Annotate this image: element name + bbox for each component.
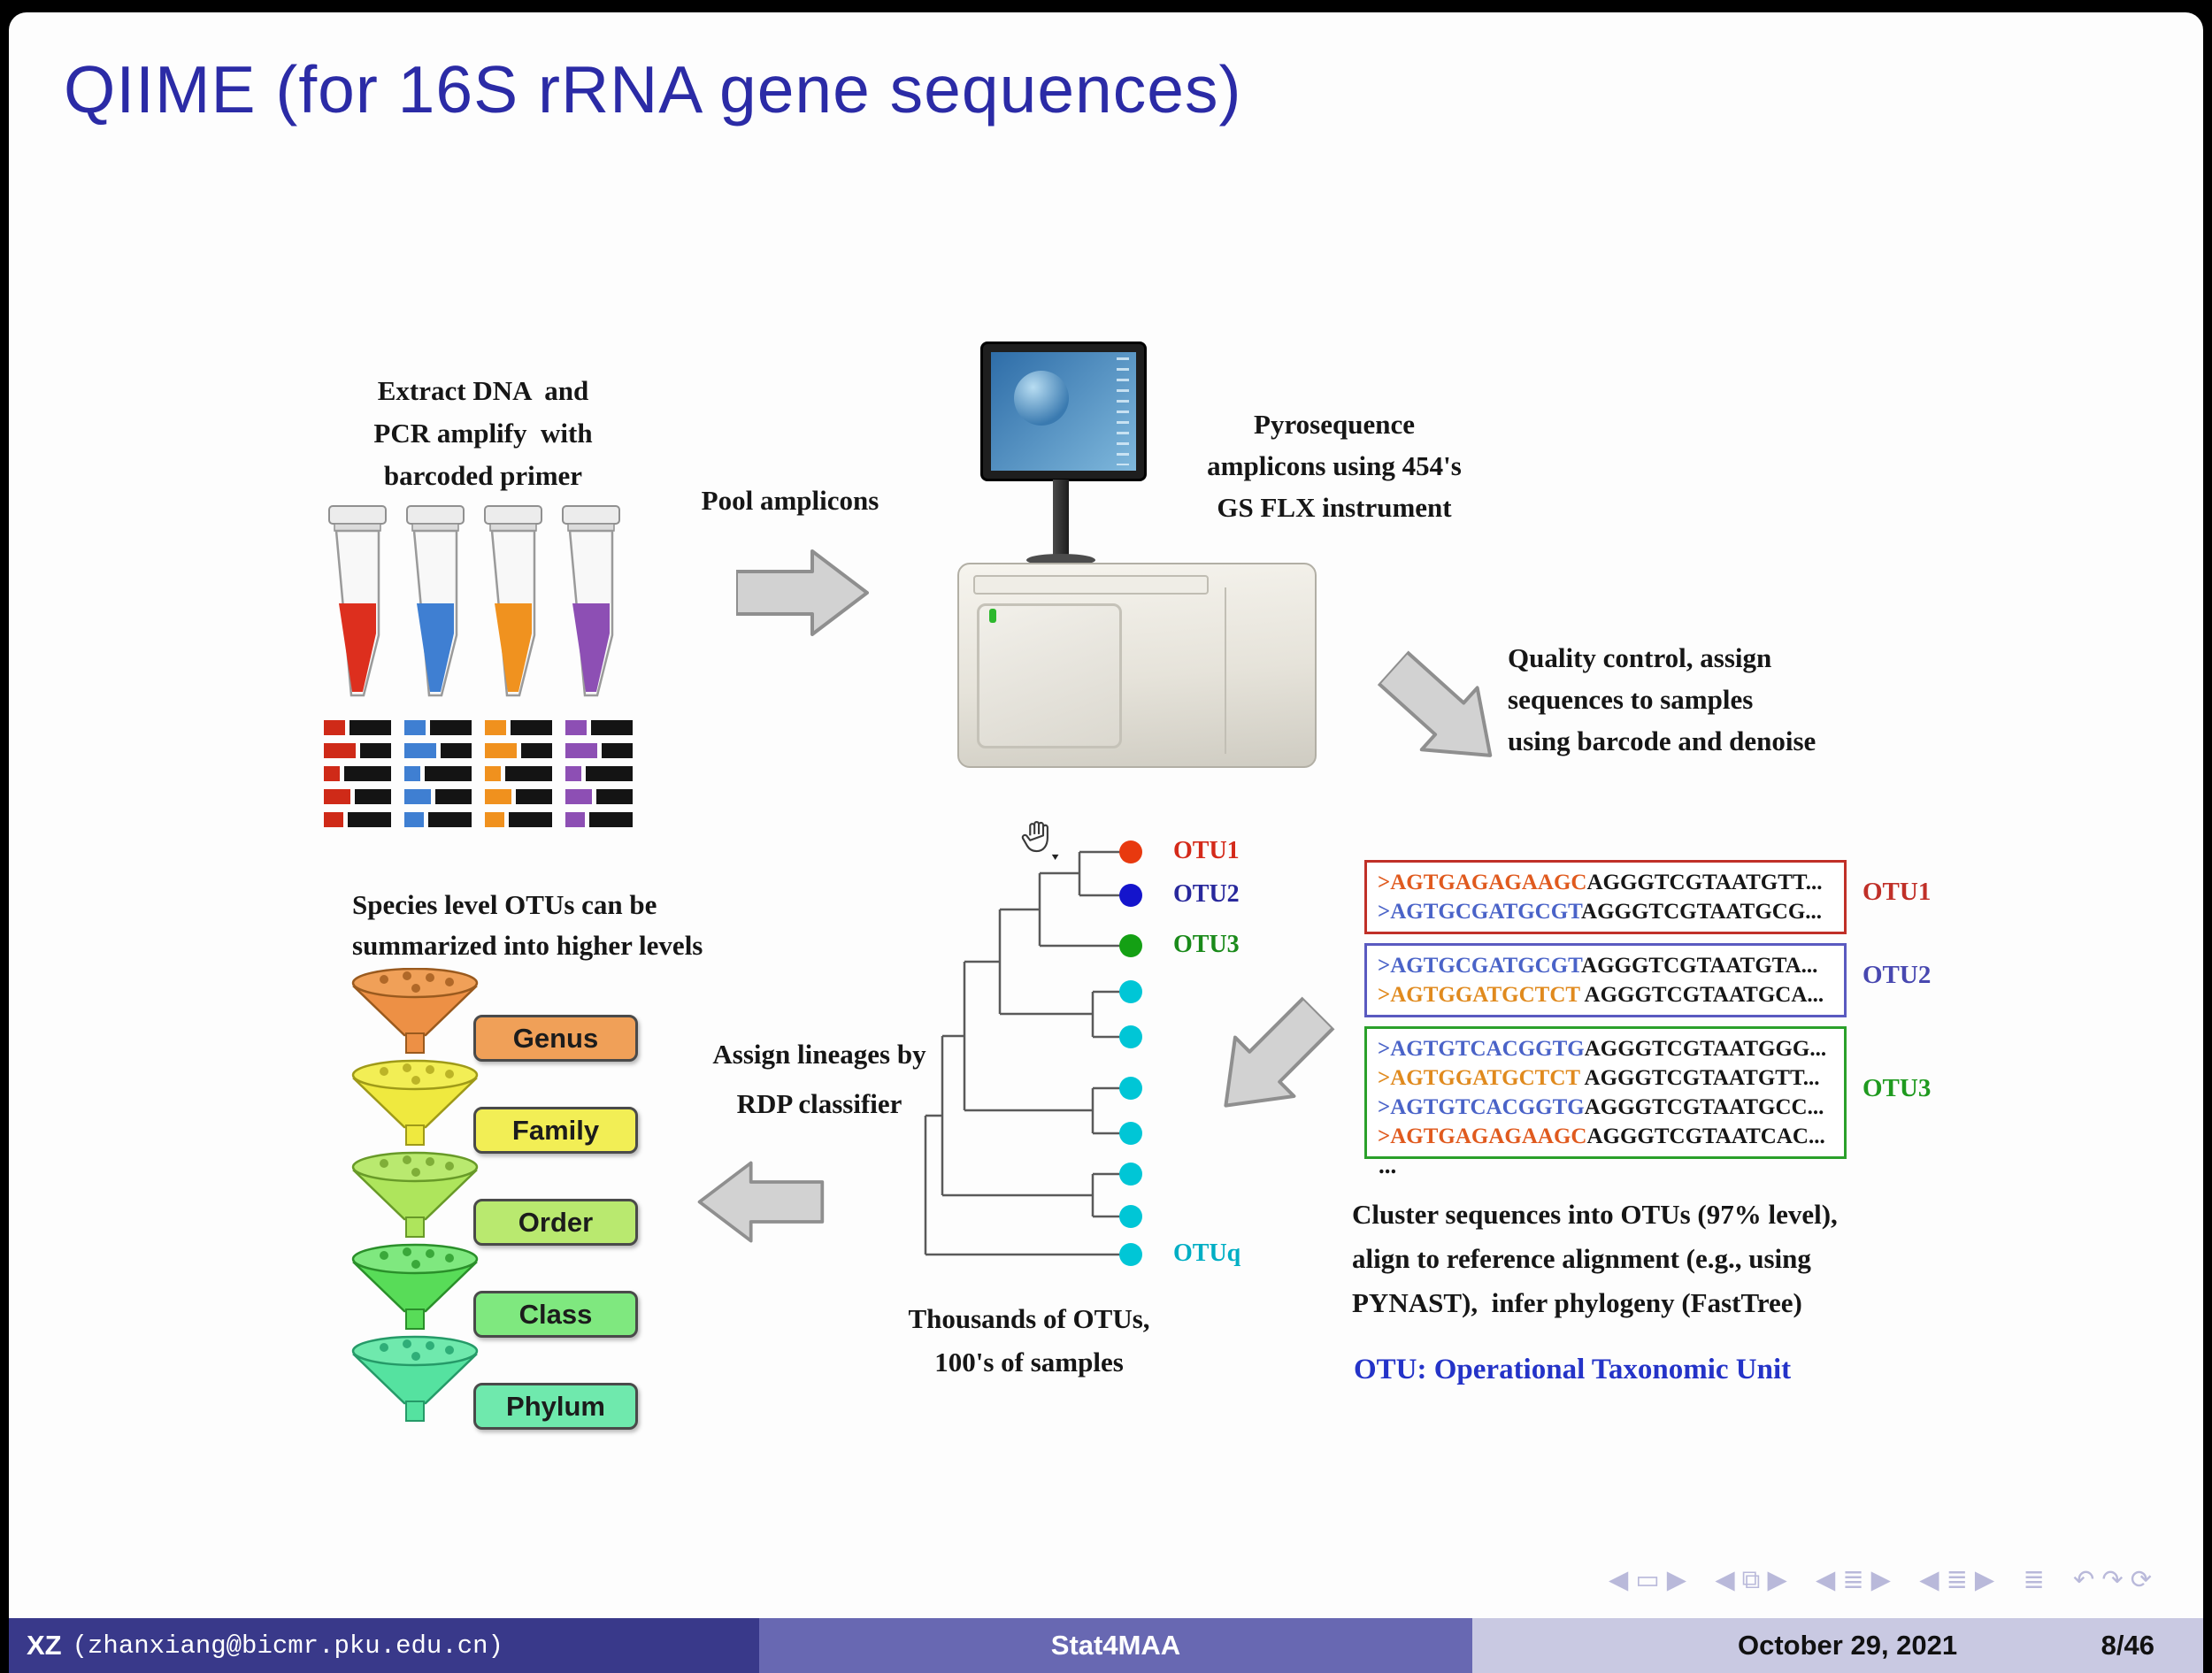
machine-slot xyxy=(973,575,1209,595)
sequences-ellipsis: ... xyxy=(1379,1152,1397,1178)
footer-email: (zhanxiang@bicmr.pku.edu.cn) xyxy=(72,1631,503,1661)
footer-course-section: Stat4MAA xyxy=(759,1618,1472,1673)
barcode-stripes xyxy=(324,720,634,835)
sequence-line: >AGTGAGAGAAGCAGGGTCGTAATCAC... xyxy=(1378,1124,1825,1148)
taxonomy-pill-family: Family xyxy=(473,1107,638,1154)
cluster-sequences-label: Cluster sequences into OTUs (97% level),… xyxy=(1352,1199,1838,1318)
tree-otuq-label: OTUq xyxy=(1173,1239,1241,1267)
machine-panel-divider xyxy=(1225,587,1226,754)
otu1-label: OTU1 xyxy=(1863,878,1932,906)
sequence-line: >AGTGTCACGGTGAGGGTCGTAATGCC... xyxy=(1378,1095,1824,1119)
extract-dna-label: Extract DNA and PCR amplify with barcode… xyxy=(373,375,593,491)
footer-author-section: XZ (zhanxiang@bicmr.pku.edu.cn) xyxy=(9,1618,759,1673)
pyrosequence-label: Pyrosequence amplicons using 454's GS FL… xyxy=(1207,409,1462,523)
quality-control-label: Quality control, assign sequences to sam… xyxy=(1508,642,1816,756)
taxonomy-pill-genus: Genus xyxy=(473,1015,638,1062)
otu2-label: OTU2 xyxy=(1863,961,1932,989)
taxonomy-pill-phylum: Phylum xyxy=(473,1383,638,1430)
tree-leaf-dots xyxy=(1119,840,1142,1266)
sequence-line: >AGTGTCACGGTGAGGGTCGTAATGGG... xyxy=(1378,1037,1827,1061)
sample-tube xyxy=(562,505,620,697)
barcode-column xyxy=(485,720,552,835)
page-title: QIIME (for 16S rRNA gene sequences) xyxy=(64,52,1242,127)
footer-course: Stat4MAA xyxy=(1050,1630,1181,1661)
machine-led xyxy=(989,609,996,623)
sample-tube xyxy=(406,505,465,697)
tree-otu3-label: OTU3 xyxy=(1173,931,1240,958)
sequencer-screen xyxy=(991,352,1136,471)
hand-cursor-icon xyxy=(1021,821,1059,860)
funnel-family xyxy=(351,1059,479,1146)
monitor-stand xyxy=(1053,480,1069,564)
sequence-line: >AGTGGATGCTCT AGGGTCGTAATGCA... xyxy=(1378,983,1824,1007)
sample-tube xyxy=(328,505,387,697)
otu-definition-label: OTU: Operational Taxonomic Unit xyxy=(1354,1354,1792,1385)
sequence-line: >AGTGCGATGCGTAGGGTCGTAATGCG... xyxy=(1378,900,1823,924)
sequence-line: >AGTGCGATGCGTAGGGTCGTAATGTA... xyxy=(1378,954,1818,978)
sequencer-machine xyxy=(957,563,1317,768)
machine-door xyxy=(977,603,1122,748)
taxonomy-funnels xyxy=(351,968,479,1422)
tree-otu2-label: OTU2 xyxy=(1173,880,1240,908)
barcode-column xyxy=(565,720,633,835)
barcode-column xyxy=(324,720,391,835)
footer-date-section: October 29, 2021 8/46 xyxy=(1472,1618,2203,1673)
arrow-left-icon xyxy=(690,1155,830,1248)
funnel-genus xyxy=(351,968,479,1054)
footer-author: XZ xyxy=(27,1630,62,1661)
sample-tubes-illustration xyxy=(328,505,620,697)
funnel-class xyxy=(351,1243,479,1330)
otu3-label: OTU3 xyxy=(1863,1074,1932,1102)
funnel-order xyxy=(351,1151,479,1238)
funnel-phylum xyxy=(351,1335,479,1422)
sequence-line: >AGTGAGAGAAGCAGGGTCGTAATGTT... xyxy=(1378,871,1823,894)
tree-otu1-label: OTU1 xyxy=(1173,837,1240,864)
screen-text-lines xyxy=(1117,357,1129,465)
slide: QIIME (for 16S rRNA gene sequences) Extr… xyxy=(9,12,2203,1673)
sequencer-monitor xyxy=(980,342,1147,481)
otu1-sequence-box: >AGTGAGAGAAGCAGGGTCGTAATGTT... >AGTGCGAT… xyxy=(1364,860,1847,934)
otu2-sequence-box: >AGTGCGATGCGTAGGGTCGTAATGTA... >AGTGGATG… xyxy=(1364,943,1847,1017)
footer-page-number: 8/46 xyxy=(2101,1630,2154,1661)
taxonomy-pill-class: Class xyxy=(473,1291,638,1338)
arrow-right-icon xyxy=(736,543,869,642)
arrow-down-right-icon xyxy=(1360,631,1525,794)
sample-tube xyxy=(484,505,542,697)
sequence-line: >AGTGGATGCTCT AGGGTCGTAATGTT... xyxy=(1378,1066,1820,1090)
taxonomy-pill-order: Order xyxy=(473,1199,638,1246)
otu3-sequence-box: >AGTGTCACGGTGAGGGTCGTAATGGG... >AGTGGATG… xyxy=(1364,1026,1847,1159)
footer-date: October 29, 2021 xyxy=(1738,1630,1958,1661)
navigation-symbols[interactable]: ◀ ▭ ▶ ◀ ⧉ ▶ ◀ ≣ ▶ ◀ ≣ ▶ ≣ ↶ ↷ ⟳ xyxy=(1608,1566,2152,1594)
pool-amplicons-label: Pool amplicons xyxy=(701,485,879,516)
footer-bar: XZ (zhanxiang@bicmr.pku.edu.cn) Stat4MAA… xyxy=(9,1618,2203,1673)
screen-sphere-graphic xyxy=(1014,371,1070,426)
assign-lineages-label: Assign lineages by RDP classifier xyxy=(712,1039,926,1119)
thousands-otus-label: Thousands of OTUs, 100's of samples xyxy=(908,1303,1150,1378)
species-level-label: Species level OTUs can be summarized int… xyxy=(352,889,703,961)
phylogenetic-tree xyxy=(924,840,1142,1266)
barcode-column xyxy=(404,720,472,835)
